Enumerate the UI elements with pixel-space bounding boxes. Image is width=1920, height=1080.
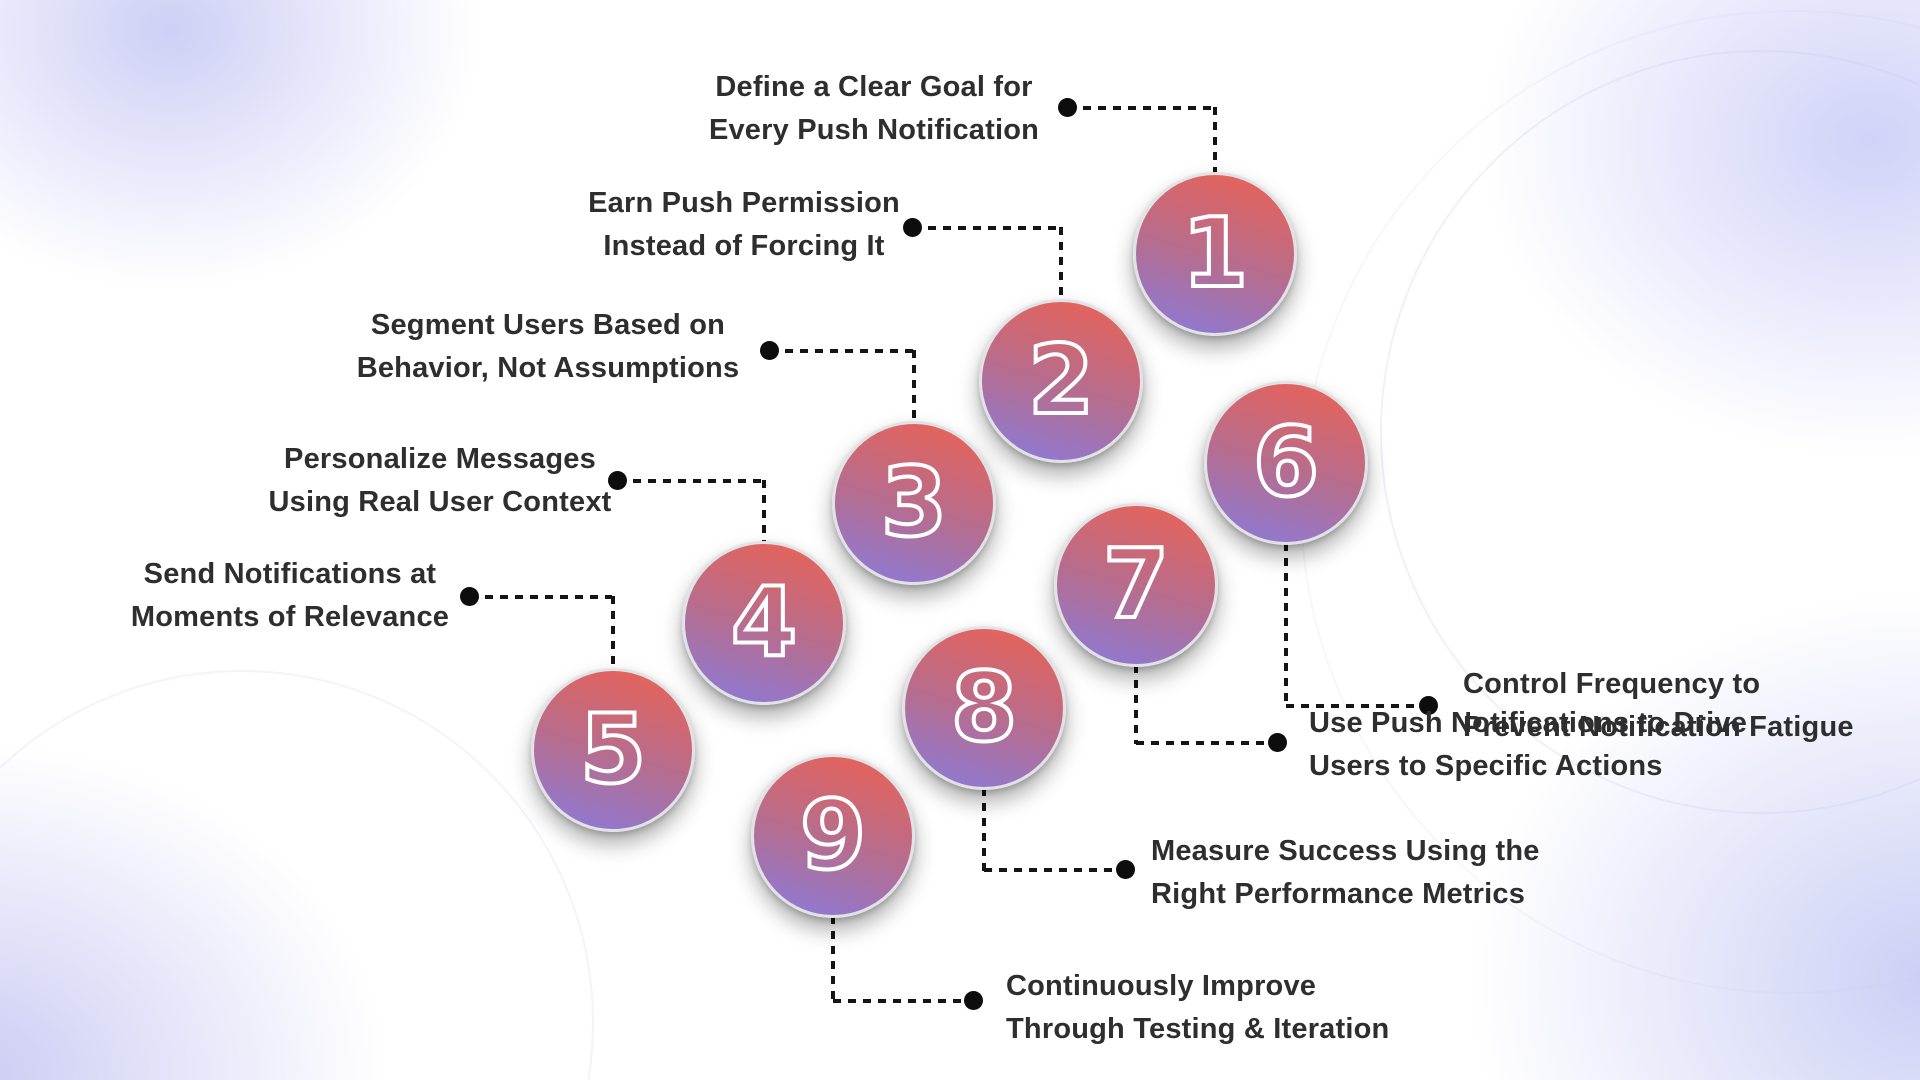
- step-circle-7: 7: [1054, 503, 1218, 667]
- step-label-8: Measure Success Using the Right Performa…: [1151, 830, 1540, 916]
- step-circle-9: 9: [751, 754, 915, 918]
- step-number-9: 9: [798, 780, 868, 891]
- connector-vertical-6: [1284, 543, 1288, 707]
- step-label-4: Personalize Messages Using Real User Con…: [268, 438, 611, 524]
- connector-vertical-7: [1134, 665, 1138, 744]
- connector-vertical-4: [762, 480, 766, 543]
- step-label-9-line1: Continuously Improve: [1006, 970, 1317, 1002]
- step-label-5-line2: Moments of Relevance: [130, 601, 450, 633]
- step-label-7-line1: Use Push Notifications to Drive: [1309, 707, 1748, 739]
- step-number-8: 8: [949, 652, 1019, 763]
- connector-dot-8: [1116, 860, 1135, 879]
- step-label-8-line1: Measure Success Using the: [1151, 835, 1540, 867]
- step-circle-1: 1: [1133, 172, 1297, 336]
- connector-dot-7: [1268, 733, 1287, 752]
- connector-horizontal-8: [984, 868, 1127, 872]
- step-label-3-line1: Segment Users Based on: [370, 309, 726, 341]
- connector-horizontal-4: [618, 479, 763, 483]
- step-label-6: Control Frequency to Prevent Notificatio…: [1463, 663, 1854, 749]
- step-label-7-line2: Users to Specific Actions: [1309, 750, 1663, 782]
- connector-horizontal-5: [470, 595, 612, 599]
- connector-vertical-1: [1213, 107, 1217, 174]
- step-label-9: Continuously Improve Through Testing & I…: [1006, 965, 1389, 1051]
- connector-horizontal-3: [770, 349, 913, 353]
- step-label-1-line1: Define a Clear Goal for: [715, 71, 1033, 103]
- connector-vertical-9: [831, 916, 835, 1002]
- step-label-3: Segment Users Based on Behavior, Not Ass…: [357, 304, 740, 390]
- connector-horizontal-7: [1136, 741, 1278, 745]
- connector-dot-6: [1419, 696, 1438, 715]
- connector-dot-1: [1058, 98, 1077, 117]
- decorative-ring: [0, 670, 594, 1080]
- step-circle-8: 8: [902, 626, 1066, 790]
- step-label-5: Send Notifications at Moments of Relevan…: [131, 553, 449, 639]
- step-number-5: 5: [578, 694, 648, 805]
- step-label-1-line2: Every Push Notification: [708, 114, 1040, 146]
- connector-horizontal-9: [833, 999, 975, 1003]
- connector-dot-9: [964, 991, 983, 1010]
- connector-horizontal-2: [913, 226, 1060, 230]
- step-label-7: Use Push Notifications to Drive Users to…: [1309, 702, 1747, 788]
- connector-dot-3: [760, 341, 779, 360]
- step-number-6: 6: [1251, 407, 1321, 518]
- step-number-4: 4: [729, 567, 799, 678]
- step-label-6-line1: Control Frequency to: [1463, 668, 1761, 700]
- step-number-3: 3: [879, 447, 949, 558]
- step-label-2-line1: Earn Push Permission: [588, 187, 900, 219]
- step-circle-3: 3: [832, 421, 996, 585]
- step-circle-2: 2: [979, 299, 1143, 463]
- step-label-9-line2: Through Testing & Iteration: [1006, 1013, 1390, 1045]
- connector-vertical-3: [912, 350, 916, 423]
- connector-vertical-8: [982, 788, 986, 871]
- connector-dot-2: [903, 218, 922, 237]
- connector-vertical-2: [1059, 227, 1063, 301]
- connector-dot-4: [608, 471, 627, 490]
- connector-horizontal-1: [1068, 106, 1214, 110]
- step-label-2-line2: Instead of Forcing It: [603, 230, 885, 262]
- step-label-4-line2: Using Real User Context: [268, 486, 612, 518]
- step-label-1: Define a Clear Goal for Every Push Notif…: [709, 66, 1039, 152]
- step-circle-6: 6: [1204, 381, 1368, 545]
- step-label-4-line1: Personalize Messages: [284, 443, 596, 475]
- step-label-8-line2: Right Performance Metrics: [1151, 878, 1526, 910]
- step-label-6-line2: Prevent Notification Fatigue: [1463, 711, 1854, 743]
- step-number-2: 2: [1026, 325, 1096, 436]
- step-circle-4: 4: [682, 541, 846, 705]
- step-number-1: 1: [1180, 198, 1250, 309]
- connector-vertical-5: [611, 596, 615, 670]
- step-label-5-line1: Send Notifications at: [143, 558, 437, 590]
- connector-dot-5: [460, 587, 479, 606]
- step-label-2: Earn Push Permission Instead of Forcing …: [588, 182, 900, 268]
- connector-horizontal-6: [1286, 704, 1428, 708]
- step-circle-5: 5: [531, 668, 695, 832]
- step-label-3-line2: Behavior, Not Assumptions: [356, 352, 740, 384]
- step-number-7: 7: [1101, 529, 1171, 640]
